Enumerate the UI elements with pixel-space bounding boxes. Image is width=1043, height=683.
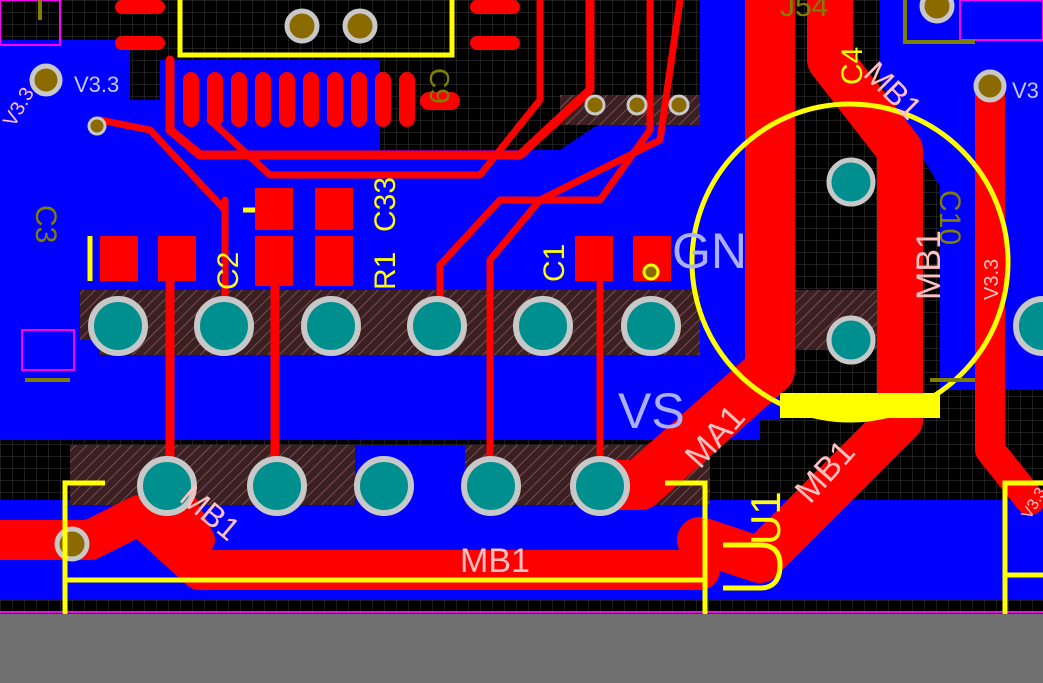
through-hole-pads [29, 0, 1043, 562]
net-label-mb1-bottom: MB1 [460, 542, 530, 580]
net-label-v33-right-top: V3 [1012, 78, 1039, 103]
designator-c10: C10 [933, 190, 966, 245]
designator-c2: C2 [212, 252, 245, 290]
designator-u1: U1 [742, 491, 789, 545]
designator-c9: C9 [424, 68, 455, 104]
designator-r1: R1 [369, 252, 402, 290]
net-label-v33-top: V3.3 [74, 72, 119, 97]
olive-silkscreen [25, 0, 975, 382]
designator-c33: C33 [369, 177, 402, 232]
designator-c1: C1 [538, 244, 571, 282]
smd-pads [100, 0, 671, 286]
net-label-gnd: GN [672, 223, 747, 279]
silkscreen-outlines [62, 0, 1043, 623]
silk-bar [780, 393, 940, 418]
designator-j5: J54 [780, 0, 828, 23]
net-label-vs: VS [618, 383, 685, 439]
keepout-outlines [0, 0, 1043, 613]
designator-c3: C3 [29, 205, 62, 243]
gray-border-area [0, 614, 1043, 683]
net-label-v33-right: V3.3 [981, 259, 1003, 300]
designator-c4: C4 [836, 47, 869, 85]
net-label-mb1-vert: MB1 [910, 230, 948, 300]
